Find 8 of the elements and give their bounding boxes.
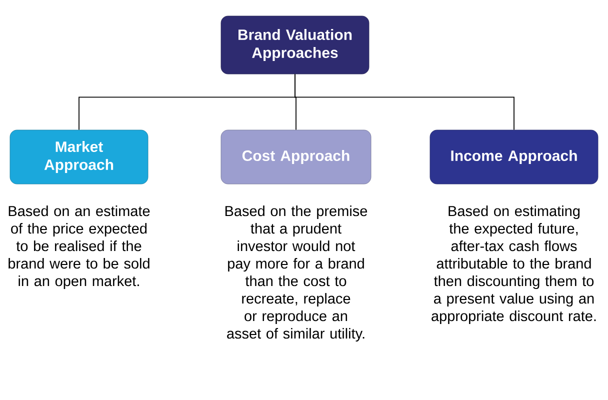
approach-box: Income Approach [430, 130, 598, 184]
connector-line [294, 74, 514, 130]
description-text: Based on the premise that a prudent investor would not pay more for a brand than the cost to recreate, replace or reproduce an asset of similar utility. [225, 206, 368, 342]
approach-box: Market Approach [10, 130, 148, 184]
description-text: Based on estimating the expected future, after-tax cash flows attributable to the brand then discounting them to a present value using an appropriate discount rate. [432, 206, 596, 324]
title-box: Brand Valuation Approaches [220, 16, 370, 74]
approach-box: Cost Approach [220, 130, 372, 184]
description-text: Based on an estimate of the price expected to be realised if the brand were to be sold in an open market. [8, 206, 150, 290]
